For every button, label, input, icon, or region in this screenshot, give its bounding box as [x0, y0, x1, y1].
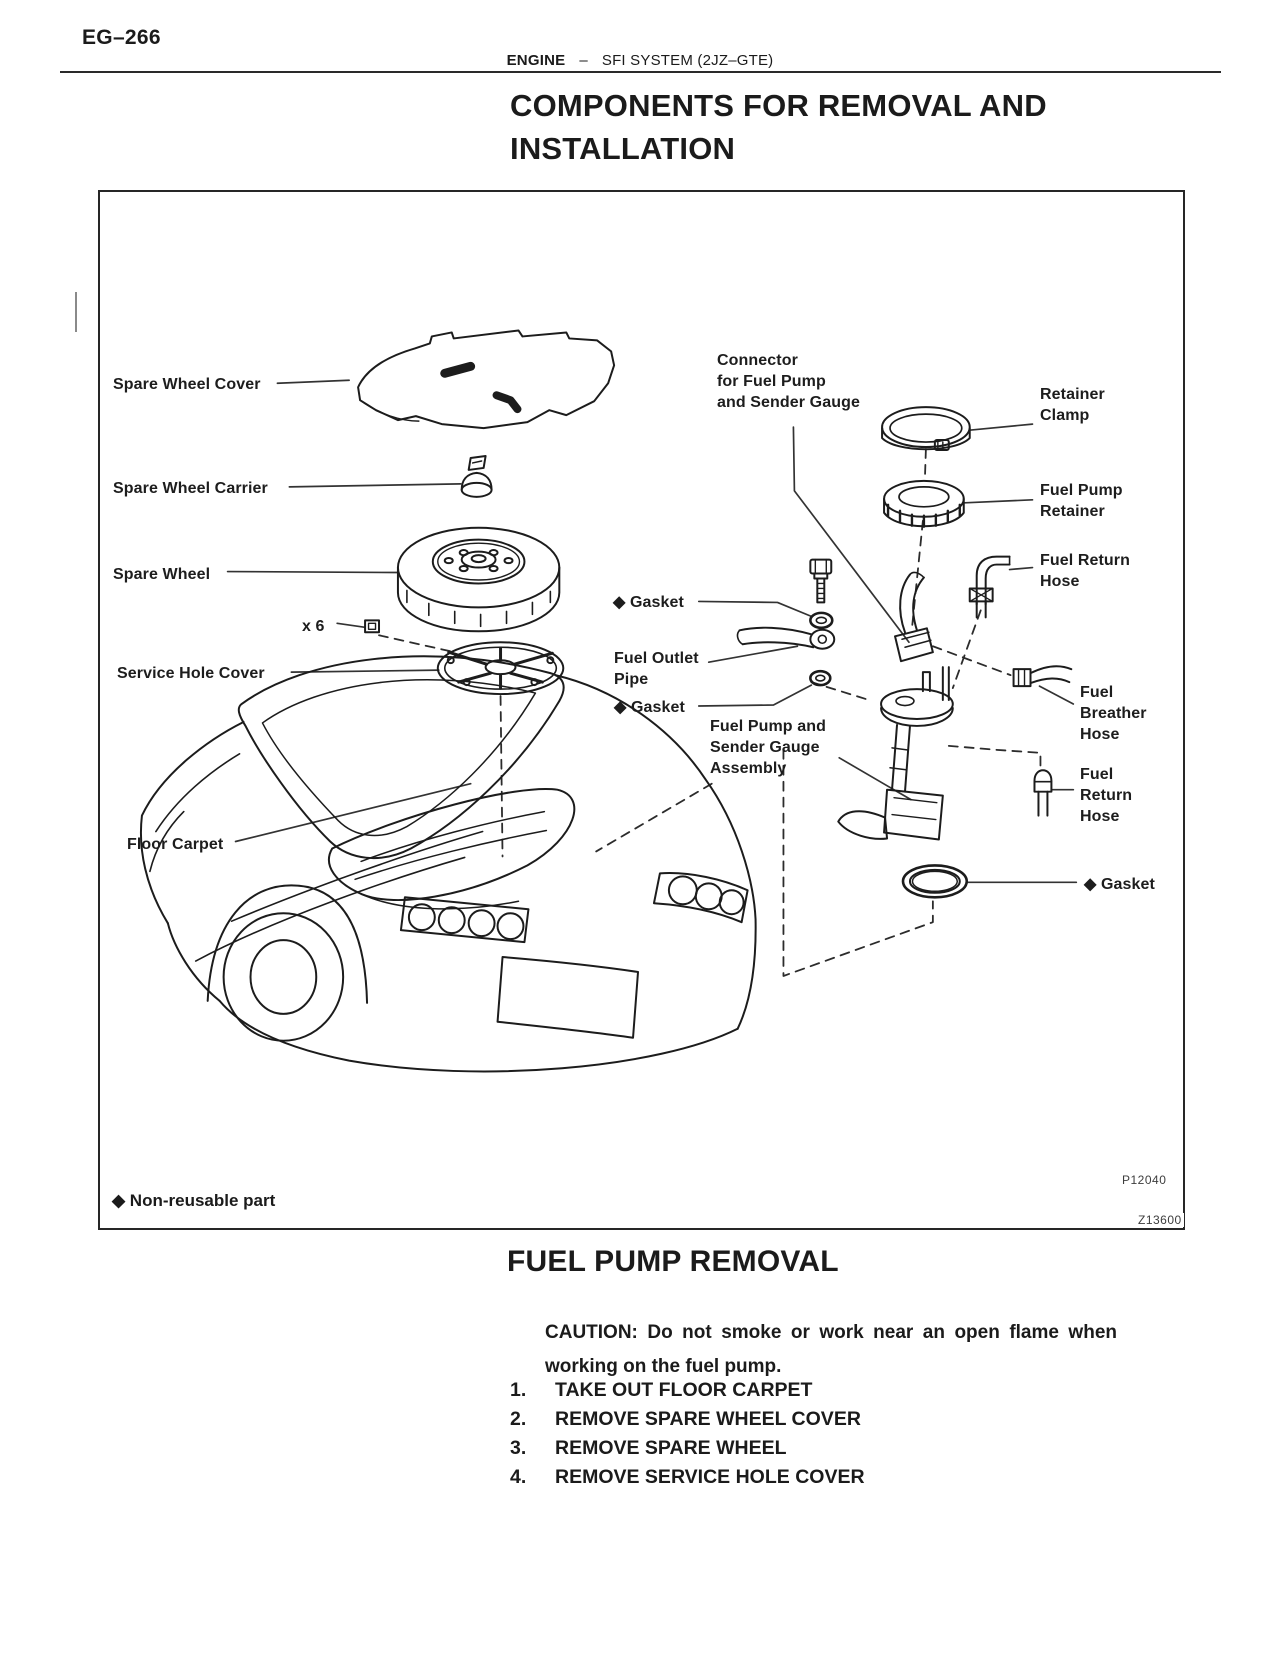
label-gasket-2: ◆ Gasket [614, 699, 685, 716]
section-title-fuel-pump-removal: FUEL PUMP REMOVAL [507, 1245, 839, 1278]
bolt-x6-drawing [364, 619, 381, 634]
header-separator: – [579, 52, 588, 69]
step-text: TAKE OUT FLOOR CARPET [555, 1379, 813, 1401]
fuel-return-hose-lower-drawing [1033, 769, 1053, 817]
exploded-diagram-artwork [139, 329, 1078, 1073]
caution-text: CAUTION: Do not smoke or work near an op… [545, 1322, 1117, 1377]
fuel-outlet-pipe-drawing [736, 626, 836, 650]
leader-lines [226, 379, 1078, 884]
label-service-hole-cover: Service Hole Cover [117, 665, 265, 682]
gasket-3-drawing [901, 864, 969, 899]
removal-step: 3. REMOVE SPARE WHEEL [510, 1437, 865, 1459]
step-number: 1. [510, 1379, 527, 1401]
fuel-breather-hose-drawing [1012, 665, 1073, 688]
service-hole-cover-drawing [436, 641, 565, 696]
removal-step: 1. TAKE OUT FLOOR CARPET [510, 1379, 865, 1401]
label-connector: Connector for Fuel Pump and Sender Gauge [717, 352, 860, 411]
spare-wheel-drawing [396, 526, 561, 633]
label-spare-wheel: Spare Wheel [113, 566, 211, 583]
step-text: REMOVE SPARE WHEEL [555, 1437, 787, 1459]
label-fuel-return-hose-upper: Fuel Return Hose [1040, 552, 1130, 590]
label-spare-wheel-cover: Spare Wheel Cover [113, 376, 261, 393]
retainer-clamp-drawing [881, 406, 971, 451]
page-title: COMPONENTS FOR REMOVAL AND INSTALLATION [510, 88, 1047, 166]
step-number: 2. [510, 1408, 527, 1430]
running-header: ENGINE–SFI SYSTEM (2JZ–GTE) [0, 52, 1280, 69]
assembly-dashed-lines [378, 448, 1042, 977]
label-retainer-clamp: Retainer Clamp [1040, 386, 1105, 424]
label-spare-wheel-carrier: Spare Wheel Carrier [113, 480, 268, 497]
figure-plate-code: Z13600 [1136, 1213, 1184, 1227]
exploded-diagram: Spare Wheel Cover Spare Wheel Carrier Sp… [98, 190, 1185, 1230]
figure-part-code: P12040 [1122, 1173, 1167, 1187]
scan-artifact-mark [75, 292, 77, 332]
fuel-return-hose-upper-drawing [968, 555, 1011, 619]
label-fuel-pump-assembly: Fuel Pump and Sender Gauge Assembly [710, 718, 826, 777]
label-gasket-1: ◆ Gasket [613, 594, 684, 611]
label-floor-carpet: Floor Carpet [127, 836, 224, 853]
gasket-1-drawing [809, 611, 834, 630]
union-bolt-drawing [809, 558, 833, 604]
step-number: 3. [510, 1437, 527, 1459]
page-number: EG–266 [82, 26, 161, 49]
fuel-pump-connector-drawing [894, 571, 934, 663]
label-fuel-breather-hose: Fuel Breather Hose [1080, 684, 1147, 743]
label-fuel-pump-retainer: Fuel Pump Retainer [1040, 482, 1123, 520]
removal-step: 4. REMOVE SERVICE HOLE COVER [510, 1466, 865, 1488]
spare-wheel-cover-drawing [357, 329, 616, 430]
header-rule [60, 71, 1221, 73]
label-x6: x 6 [302, 618, 325, 635]
step-text: REMOVE SPARE WHEEL COVER [555, 1408, 861, 1430]
gasket-2-drawing [809, 669, 832, 687]
header-section: ENGINE [506, 52, 566, 69]
label-fuel-outlet-pipe: Fuel Outlet Pipe [614, 650, 699, 688]
label-gasket-3: ◆ Gasket [1084, 876, 1155, 893]
legend-non-reusable: ◆ Non-reusable part [112, 1191, 276, 1210]
spare-wheel-carrier-drawing [460, 454, 493, 498]
step-number: 4. [510, 1466, 527, 1488]
label-fuel-return-hose-lower: Fuel Return Hose [1080, 766, 1133, 825]
fuel-pump-assembly-drawing [837, 666, 954, 841]
fuel-pump-retainer-drawing [883, 479, 965, 528]
car-rear-illustration [139, 655, 757, 1073]
removal-steps-list: 1. TAKE OUT FLOOR CARPET 2. REMOVE SPARE… [510, 1379, 865, 1495]
removal-step: 2. REMOVE SPARE WHEEL COVER [510, 1408, 865, 1430]
step-text: REMOVE SERVICE HOLE COVER [555, 1466, 865, 1488]
header-subsection: SFI SYSTEM (2JZ–GTE) [601, 52, 774, 69]
